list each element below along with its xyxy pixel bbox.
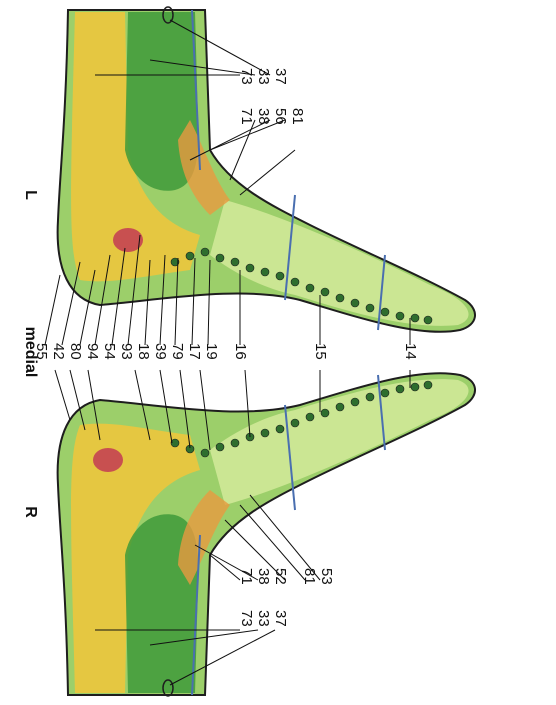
label-15: 15: [312, 343, 329, 360]
right-foot-illustration: [58, 373, 475, 696]
label-right-53: 53: [318, 568, 335, 585]
label-42: 42: [50, 343, 67, 360]
right-side-label: R: [22, 506, 39, 518]
label-left-56: 56: [272, 108, 289, 125]
label-right-81: 81: [301, 568, 318, 585]
label-93: 93: [118, 343, 135, 360]
label-54: 54: [101, 343, 118, 360]
label-right-71: 71: [238, 568, 255, 585]
label-left-37: 37: [272, 68, 289, 85]
label-left-33: 33: [255, 68, 272, 85]
label-79: 79: [169, 343, 186, 360]
label-right-37: 37: [272, 610, 289, 627]
left-side-label: L: [22, 190, 39, 200]
label-left-71: 71: [238, 108, 255, 125]
label-right-38: 38: [255, 568, 272, 585]
label-left-73: 73: [238, 68, 255, 85]
right-forefoot: [210, 379, 469, 505]
label-18: 18: [135, 343, 152, 360]
label-19: 19: [203, 343, 220, 360]
label-left-38: 38: [255, 108, 272, 125]
label-55: 55: [33, 343, 50, 360]
right-heel-vessel: [93, 448, 123, 472]
label-80: 80: [67, 343, 84, 360]
left-forefoot: [210, 200, 469, 326]
label-39: 39: [152, 343, 169, 360]
label-left-81: 81: [289, 108, 306, 125]
label-14: 14: [402, 343, 419, 360]
label-17: 17: [186, 343, 203, 360]
label-16: 16: [232, 343, 249, 360]
label-right-33: 33: [255, 610, 272, 627]
label-94: 94: [84, 343, 101, 360]
label-right-52: 52: [272, 568, 289, 585]
label-right-73: 73: [238, 610, 255, 627]
